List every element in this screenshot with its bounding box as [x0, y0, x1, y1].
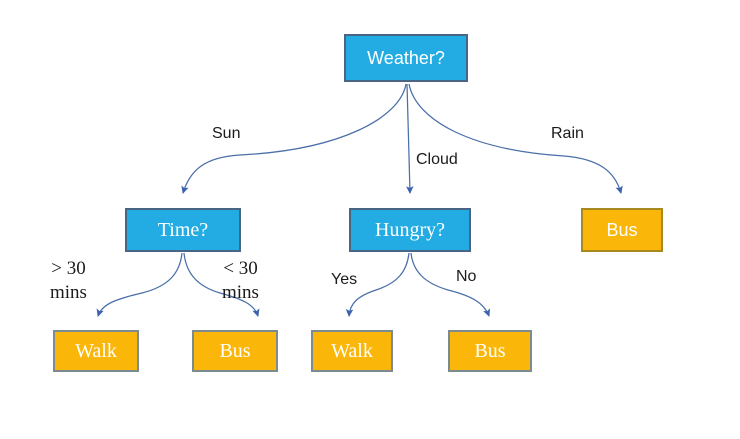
edge-weather-sun	[181, 83, 407, 194]
node-walk-long[interactable]: Walk	[53, 330, 139, 372]
edge-time-long	[96, 252, 183, 317]
edge-weather-cloud	[406, 83, 414, 194]
edge-label-hungry-no: No	[456, 268, 477, 285]
edge-hungry-no	[410, 252, 491, 317]
node-label: Time?	[157, 219, 209, 241]
edge-label-time-short: < 30 mins	[222, 258, 259, 303]
node-hungry[interactable]: Hungry?	[349, 208, 471, 252]
edge-label-weather-sun: Sun	[212, 125, 241, 142]
node-bus-short[interactable]: Bus	[192, 330, 278, 372]
edge-label-time-long: > 30 mins	[50, 258, 87, 303]
node-walk-hungry[interactable]: Walk	[311, 330, 393, 372]
node-bus-nothungry[interactable]: Bus	[448, 330, 532, 372]
edge-label-hungry-yes: Yes	[331, 271, 358, 288]
node-label: Bus	[474, 340, 506, 362]
node-label: Walk	[331, 340, 373, 362]
edge-hungry-yes	[345, 252, 410, 317]
node-weather[interactable]: Weather?	[344, 34, 468, 82]
node-bus-rain[interactable]: Bus	[581, 208, 663, 252]
edge-weather-rain	[408, 83, 623, 194]
edge-label-weather-rain: Rain	[551, 125, 584, 142]
node-label: Hungry?	[375, 219, 445, 241]
node-label: Bus	[606, 220, 638, 240]
node-label: Bus	[219, 340, 251, 362]
edge-label-weather-cloud: Cloud	[416, 151, 458, 168]
node-label: Weather?	[367, 48, 445, 68]
node-label: Walk	[75, 340, 117, 362]
edge-time-short	[183, 252, 260, 317]
node-time[interactable]: Time?	[125, 208, 241, 252]
